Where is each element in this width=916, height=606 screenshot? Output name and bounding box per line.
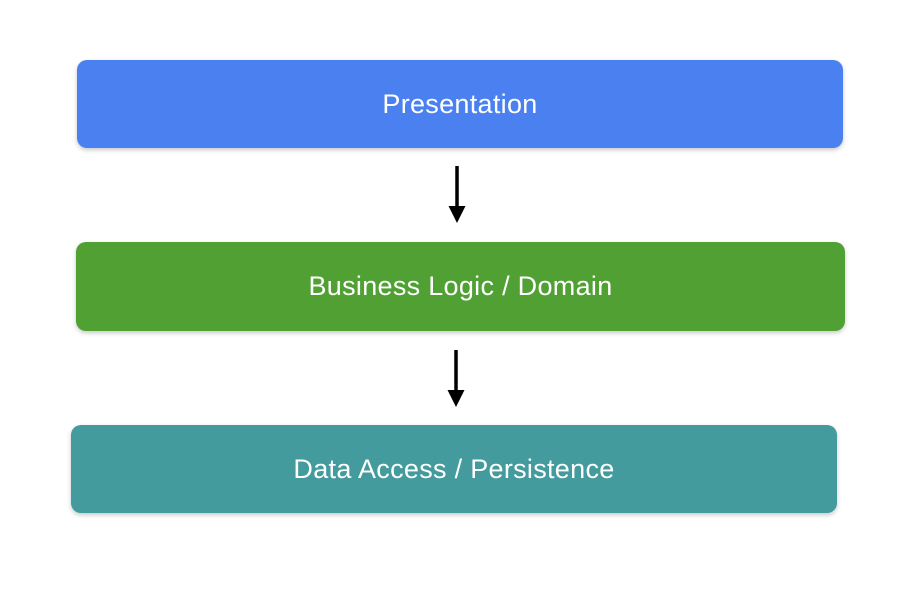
layer-label-business-logic: Business Logic / Domain xyxy=(308,271,613,301)
layer-label-data-access: Data Access / Persistence xyxy=(293,453,615,484)
layer-label-presentation: Presentation xyxy=(382,88,538,119)
arrow-down-icon xyxy=(447,350,465,407)
layer-box-data-access: Data Access / Persistence xyxy=(71,425,837,513)
arrow-down-icon xyxy=(448,166,466,223)
layer-box-presentation: Presentation xyxy=(77,60,843,148)
layer-box-business-logic: Business Logic / Domain xyxy=(76,242,845,331)
